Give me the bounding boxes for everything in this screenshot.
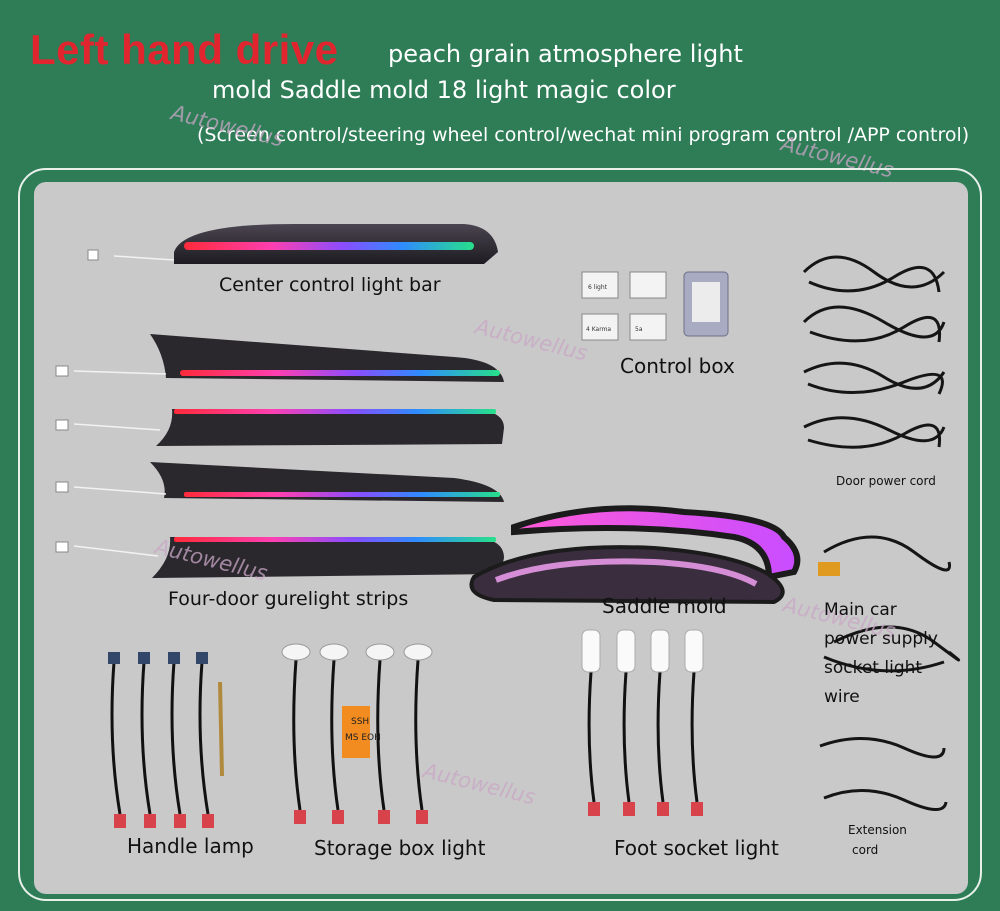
door-strip-4 bbox=[55, 537, 504, 578]
label-saddle-mold: Saddle mold bbox=[602, 594, 727, 618]
product-panel: 6 light 4 Karma 5a bbox=[34, 182, 968, 894]
extension-cords bbox=[819, 737, 948, 811]
label-main-car-line2: power supply bbox=[824, 629, 938, 649]
door-strip-3 bbox=[55, 462, 504, 502]
handle-lamp-heads bbox=[108, 652, 214, 828]
label-extension-line1: Extension bbox=[848, 823, 907, 837]
label-main-car: Main car power supply socket light wire bbox=[824, 596, 938, 712]
foot-socket-lights bbox=[581, 629, 704, 816]
label-foot-socket: Foot socket light bbox=[614, 836, 779, 860]
title-line2: mold Saddle mold 18 light magic color bbox=[212, 76, 676, 104]
title-line1: peach grain atmosphere light bbox=[388, 40, 743, 68]
sticker-text-1: SSH bbox=[351, 717, 369, 727]
title-red: Left hand drive bbox=[30, 26, 339, 73]
door-strip-2 bbox=[55, 409, 504, 446]
board-border bbox=[18, 168, 982, 901]
label-four-door: Four-door gurelight strips bbox=[168, 588, 409, 610]
control-box-modules: 6 light 4 Karma 5a bbox=[581, 271, 729, 341]
label-extension-line2: cord bbox=[852, 843, 879, 857]
label-storage-box: Storage box light bbox=[314, 836, 486, 860]
saddle-mold bbox=[469, 505, 801, 605]
handle-lamps bbox=[110, 661, 224, 815]
door-power-cords bbox=[802, 255, 946, 449]
product-illustration: 6 light 4 Karma 5a bbox=[55, 224, 961, 828]
door-strip-1 bbox=[55, 334, 504, 382]
label-main-car-line3: socket light bbox=[824, 658, 923, 678]
module-label-2: 4 Karma bbox=[586, 326, 611, 333]
storage-box-lights: SSH MS EOH bbox=[281, 643, 433, 824]
main-power-wire bbox=[818, 535, 961, 673]
label-main-car-line4: wire bbox=[824, 687, 860, 707]
label-control-box: Control box bbox=[620, 354, 735, 378]
subtitle: (Screen control/steering wheel control/w… bbox=[197, 124, 970, 146]
sticker-text-2: MS EOH bbox=[345, 733, 381, 743]
label-extension: Extension cord bbox=[848, 820, 907, 860]
center-light-bar bbox=[87, 224, 498, 264]
label-handle-lamp: Handle lamp bbox=[127, 834, 254, 858]
label-center-bar: Center control light bar bbox=[219, 274, 441, 296]
module-label-1: 6 light bbox=[588, 284, 608, 291]
label-main-car-line1: Main car bbox=[824, 600, 897, 620]
label-door-power: Door power cord bbox=[836, 474, 936, 488]
module-label-3: 5a bbox=[635, 326, 643, 333]
